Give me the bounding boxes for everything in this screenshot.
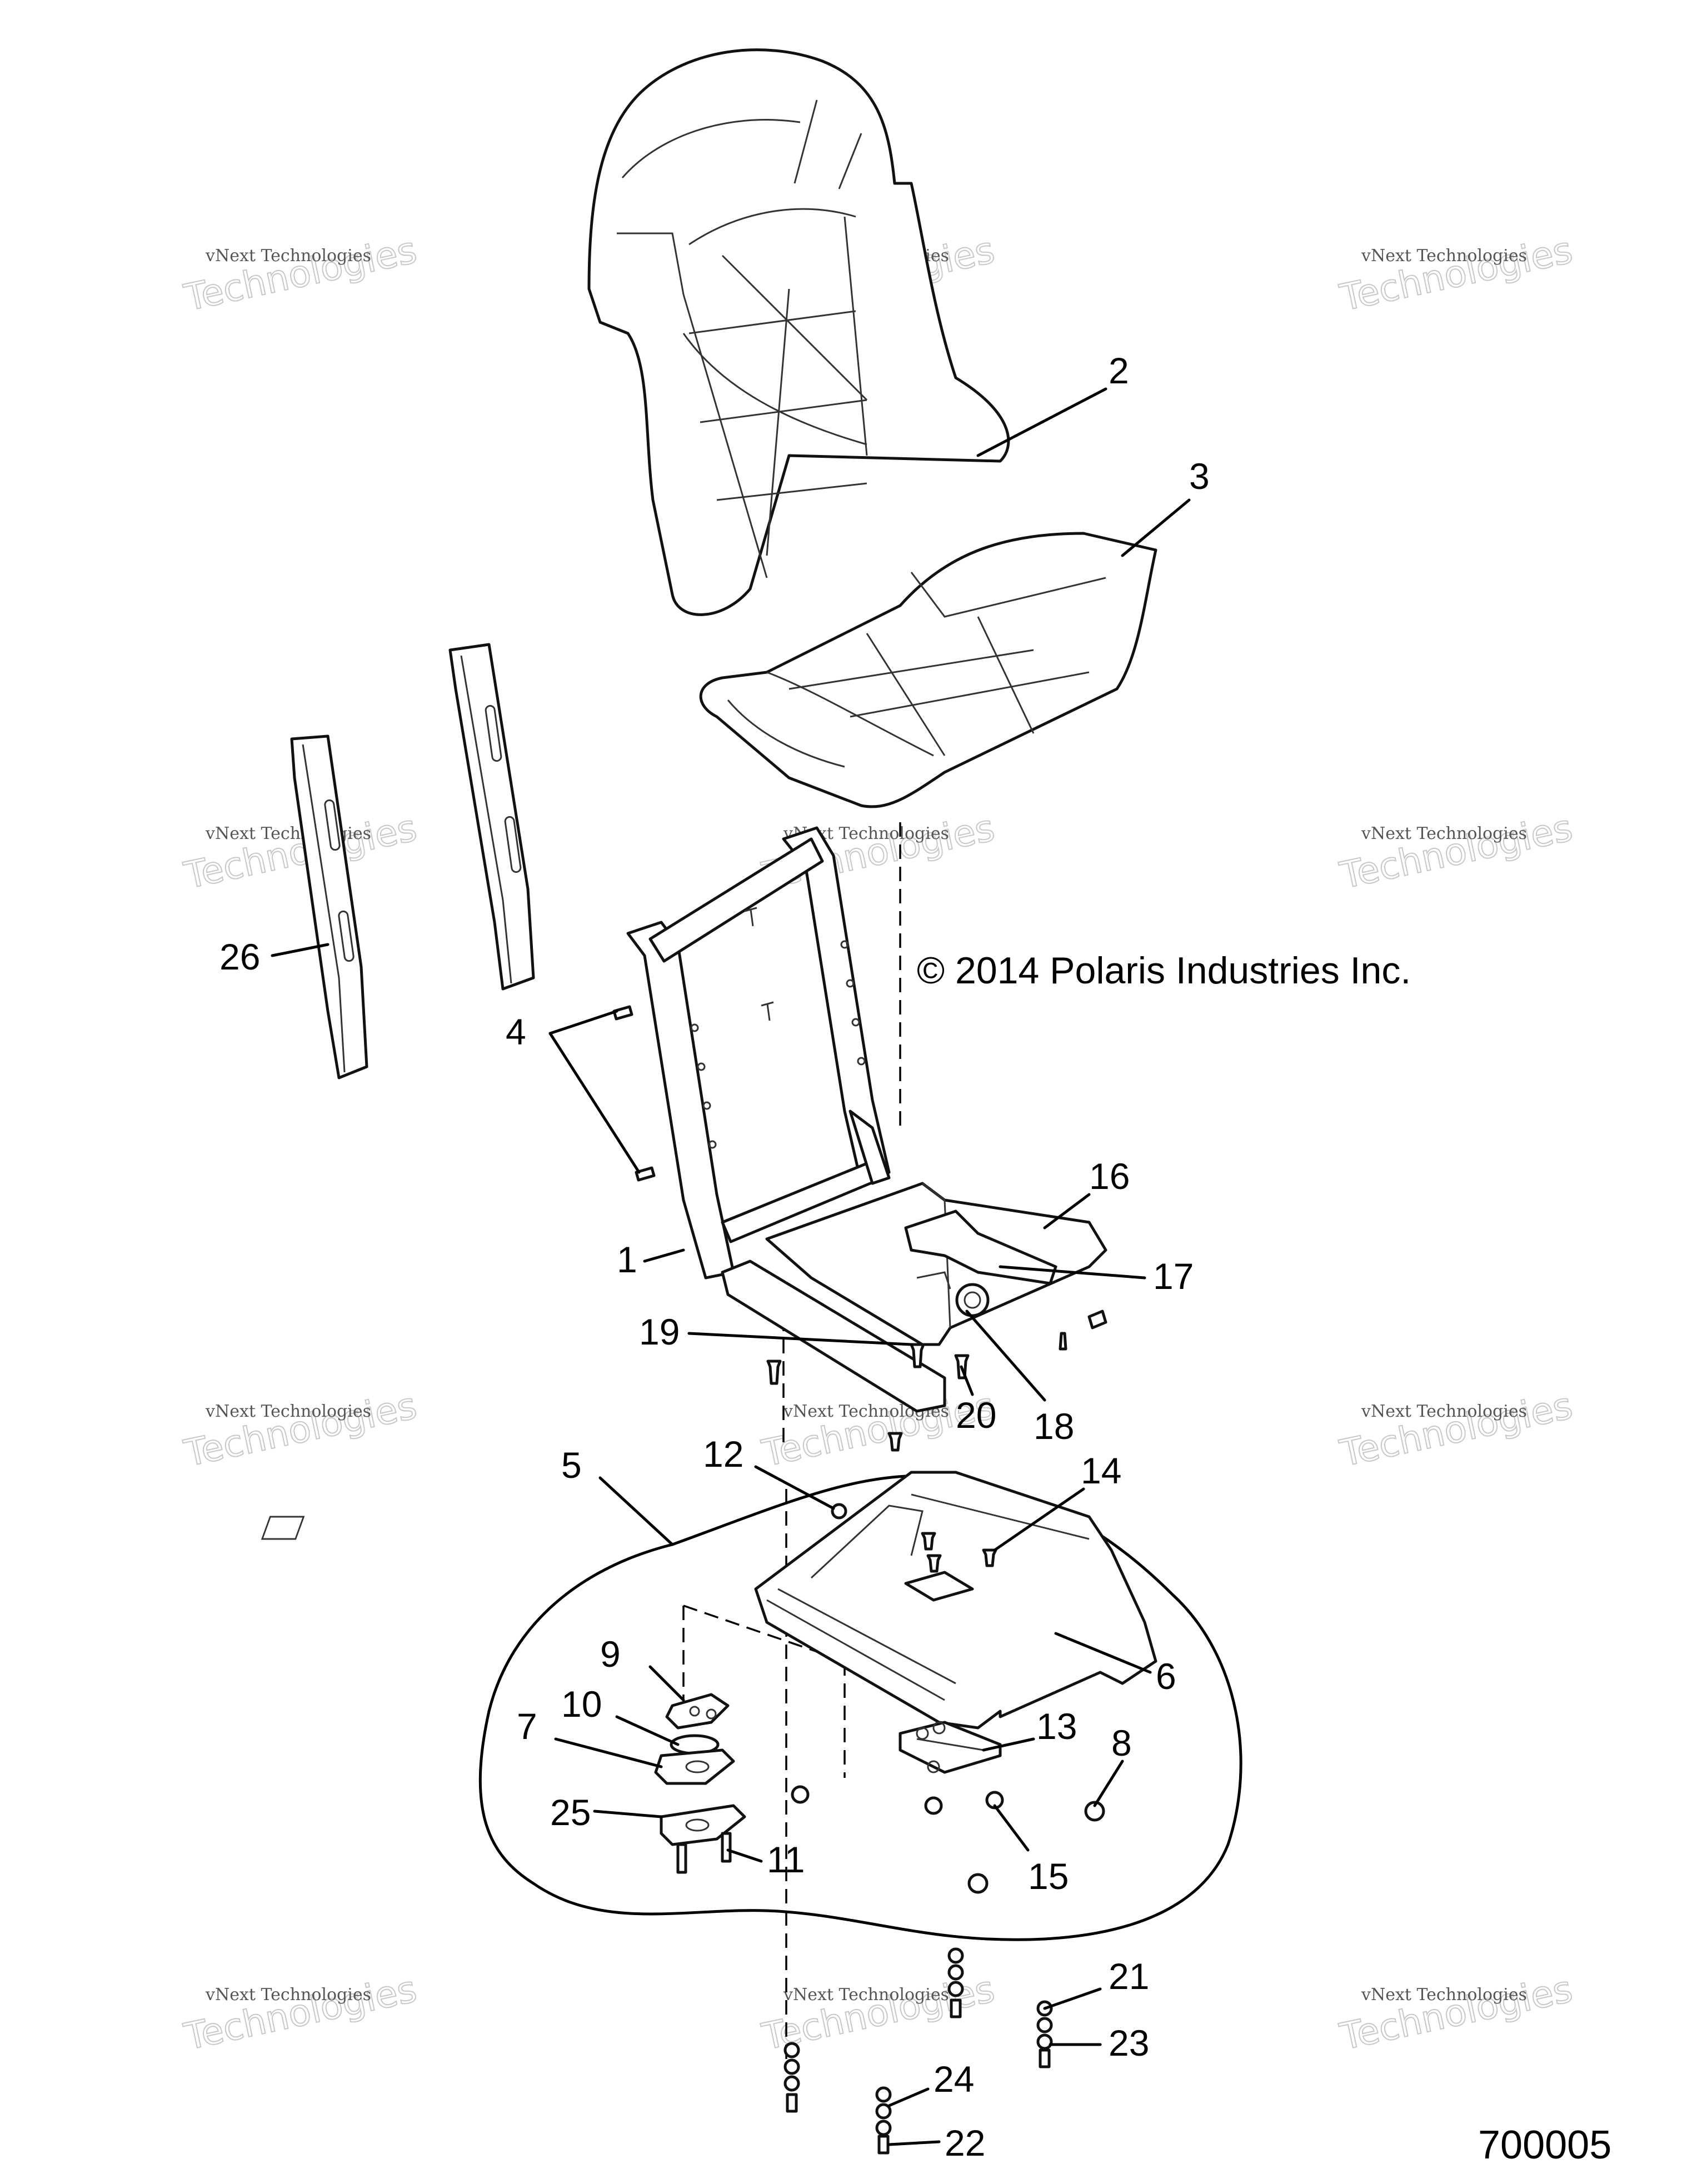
callout-23: 23 bbox=[1109, 2022, 1149, 2063]
watermark-small: vNext Technologies bbox=[1361, 1402, 1527, 1421]
callout-14: 14 bbox=[1081, 1450, 1121, 1491]
watermark-large: Technologies bbox=[1336, 1384, 1576, 1475]
watermark: Technologies vNext Technologies bbox=[180, 1967, 421, 2059]
watermark-small: vNext Technologies bbox=[205, 824, 371, 843]
callout-16: 16 bbox=[1089, 1156, 1130, 1197]
callout-8: 8 bbox=[1111, 1722, 1132, 1763]
watermark-small: vNext Technologies bbox=[205, 1985, 371, 2005]
rack-plate-13 bbox=[899, 1721, 1002, 1774]
callout-17: 17 bbox=[1153, 1256, 1194, 1297]
callout-11: 11 bbox=[767, 1839, 805, 1880]
pins-4 bbox=[612, 1005, 656, 1182]
watermark-small: vNext Technologies bbox=[205, 1402, 371, 1421]
callout-12: 12 bbox=[703, 1433, 743, 1475]
watermark-small: vNext Technologies bbox=[783, 1985, 949, 2005]
watermark-large: Technologies bbox=[1336, 1967, 1576, 2058]
watermark: Technologies vNext Technologies bbox=[1336, 806, 1577, 898]
seat-frame bbox=[626, 826, 946, 1413]
rail-26 bbox=[290, 734, 368, 1079]
callout-1: 1 bbox=[617, 1239, 637, 1280]
copyright-notice: © 2014 Polaris Industries Inc. bbox=[917, 949, 1411, 992]
callout-7: 7 bbox=[517, 1706, 537, 1747]
watermark: Technologies vNext Technologies bbox=[1336, 1967, 1577, 2059]
callout-25: 25 bbox=[550, 1792, 591, 1833]
callout-10: 10 bbox=[561, 1683, 602, 1725]
watermark-large: Technologies bbox=[1336, 806, 1576, 897]
callout-3: 3 bbox=[1189, 456, 1210, 497]
hardware-stack bbox=[783, 1947, 1053, 2155]
leader-lines bbox=[271, 387, 1191, 2146]
rail-upper bbox=[448, 643, 535, 991]
watermark-small: vNext Technologies bbox=[1361, 824, 1527, 843]
watermark: Technologies vNext Technologies bbox=[1336, 1383, 1577, 1476]
watermark: Technologies vNext Technologies bbox=[180, 228, 421, 320]
watermark: Technologies vNext Technologies bbox=[1336, 228, 1577, 320]
slide-base-6 bbox=[261, 1471, 1157, 1730]
callout-4: 4 bbox=[506, 1011, 526, 1052]
callout-20: 20 bbox=[956, 1395, 996, 1436]
callout-5: 5 bbox=[561, 1445, 582, 1486]
seat-cushion bbox=[699, 532, 1157, 808]
callout-9: 9 bbox=[600, 1633, 621, 1675]
callout-6: 6 bbox=[1156, 1656, 1176, 1697]
watermark-large: Technologies bbox=[181, 228, 421, 319]
watermark: Technologies vNext Technologies bbox=[180, 1383, 421, 1476]
mount-plate-16 bbox=[765, 1182, 1107, 1351]
callout-13: 13 bbox=[1036, 1706, 1077, 1747]
callout-15: 15 bbox=[1028, 1856, 1069, 1897]
latch-stack bbox=[654, 1693, 746, 1874]
watermark-small: vNext Technologies bbox=[1361, 246, 1527, 266]
callout-26: 26 bbox=[219, 936, 260, 977]
bolts-12-14 bbox=[831, 1503, 997, 1573]
callout-19: 19 bbox=[639, 1311, 680, 1352]
watermark-large: Technologies bbox=[181, 1967, 421, 2058]
callout-24: 24 bbox=[934, 2058, 974, 2100]
watermark-small: vNext Technologies bbox=[205, 246, 371, 266]
watermark-large: Technologies bbox=[181, 1384, 421, 1475]
callout-22: 22 bbox=[945, 2122, 985, 2163]
callout-2: 2 bbox=[1109, 350, 1129, 391]
document-number: 700005 bbox=[1478, 2123, 1611, 2167]
callout-18: 18 bbox=[1034, 1406, 1074, 1447]
callout-21: 21 bbox=[1109, 1956, 1149, 1997]
nuts-8-15 bbox=[791, 1785, 1105, 1894]
seat-backrest bbox=[587, 48, 1010, 616]
watermark-small: vNext Technologies bbox=[1361, 1985, 1527, 2005]
watermark-large: Technologies bbox=[1336, 228, 1576, 319]
callouts: 1 2 3 4 5 6 7 8 9 10 11 12 13 14 15 16 1… bbox=[219, 350, 1210, 2163]
